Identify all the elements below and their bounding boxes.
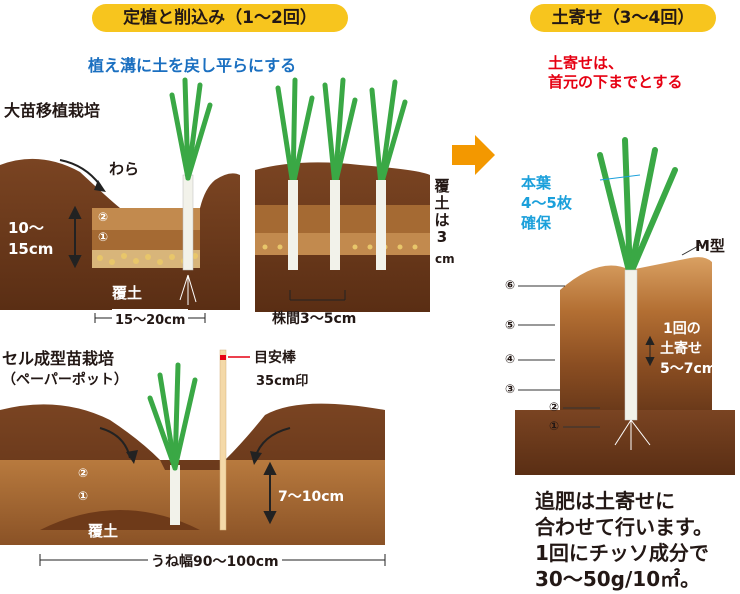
once-hilling-line1: 1回の xyxy=(663,321,701,337)
m-shape-label: M型 xyxy=(695,237,725,255)
hill-layer3: ③ xyxy=(505,382,516,396)
plant-spacing-label: 株間3〜5cm xyxy=(272,311,357,327)
large-depth-label: 10〜 xyxy=(8,219,44,237)
cell-cover-soil-label: 覆土 xyxy=(88,522,119,540)
right-panel-title: 土寄せ（3〜4回） xyxy=(530,4,716,32)
true-leaves-line3: 確保 xyxy=(521,214,552,232)
hill-layer4: ④ xyxy=(505,352,516,366)
hilling-warning-line1: 土寄せは、 xyxy=(548,54,624,72)
once-hilling-line2: 土寄せ xyxy=(660,341,702,357)
fertilizer-note-line2: 合わせて行います。 xyxy=(535,515,713,539)
fertilizer-note-line4: 30〜50g/10㎡。 xyxy=(535,567,701,591)
large-cover-soil-label: 覆土 xyxy=(112,284,143,302)
guide-stick-mark-label: 35cm印 xyxy=(256,374,309,389)
cell-seedling-label: セル成型苗栽培 xyxy=(2,349,115,368)
trench-width-label: 15〜20cm xyxy=(112,309,189,328)
hill-layer2: ② xyxy=(549,400,560,414)
hilling-warning-line2: 首元の下までとする xyxy=(548,73,683,91)
cover-depth-vertical-label: 覆 土 は 3 xyxy=(434,177,450,246)
cell-layer1-label: ① xyxy=(78,489,89,503)
true-leaves-line2: 4〜5枚 xyxy=(521,194,572,212)
cell-layer2-label: ② xyxy=(78,466,89,480)
arrow-shape xyxy=(452,135,495,175)
large-seedling-label: 大苗移植栽培 xyxy=(4,101,101,120)
paper-pot-label: （ペーパーポット） xyxy=(2,372,128,388)
cell-seedling-trench-drawing xyxy=(0,349,385,545)
fertilizer-note-line1: 追肥は土寄せに xyxy=(535,489,675,513)
large-depth-label-2: 15cm xyxy=(8,240,54,258)
large-seedling-trench-drawing xyxy=(0,77,240,310)
straw-label: わら xyxy=(109,160,140,178)
true-leaves-line1: 本葉 xyxy=(521,174,552,192)
left-panel-title: 定植と削込み（1〜2回） xyxy=(92,4,348,32)
large-layer2-label: ② xyxy=(98,210,109,224)
hilling-mound-drawing xyxy=(515,137,735,475)
cover-depth-unit: cm xyxy=(435,252,455,266)
hill-layer6: ⑥ xyxy=(505,278,516,292)
cell-depth-label: 7〜10cm xyxy=(278,489,345,505)
fertilizer-note-line3: 1回にチッソ成分で xyxy=(535,541,709,565)
flattened-trench-drawing xyxy=(255,77,430,312)
large-layer1-label: ① xyxy=(98,230,109,244)
once-hilling-line3: 5〜7cm xyxy=(660,361,717,377)
ridge-width-label: うね幅90〜100cm xyxy=(148,551,282,571)
left-panel-subtitle: 植え溝に土を戻し平らにする xyxy=(88,56,297,75)
hill-layer5: ⑤ xyxy=(505,318,516,332)
hill-layer1: ① xyxy=(549,419,560,433)
guide-stick-label: 目安棒 xyxy=(254,350,296,366)
